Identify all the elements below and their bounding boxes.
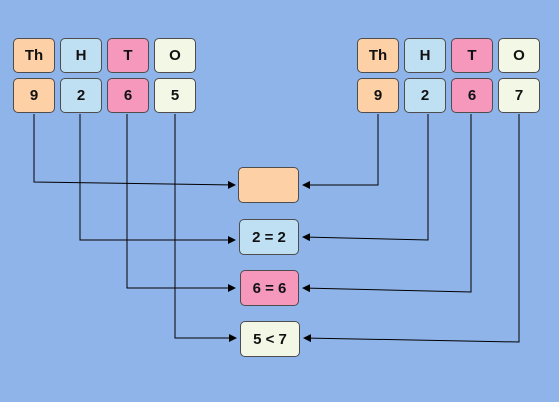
left-digit-tens: 6 bbox=[107, 78, 149, 113]
right-digit-ones: 7 bbox=[498, 78, 540, 113]
left-digit-hundreds: 2 bbox=[60, 78, 102, 113]
right-digit-tens: 6 bbox=[451, 78, 493, 113]
left-header-ones: O bbox=[154, 38, 196, 73]
left-digit-thousands: 9 bbox=[13, 78, 55, 113]
right-header-ones: O bbox=[498, 38, 540, 73]
left-thousands-connector bbox=[33, 114, 236, 189]
comparison-ones: 5 < 7 bbox=[240, 321, 300, 357]
right-header-tens: T bbox=[451, 38, 493, 73]
right-digit-hundreds: 2 bbox=[404, 78, 446, 113]
right-ones-connector bbox=[303, 114, 520, 343]
left-digit-ones: 5 bbox=[154, 78, 196, 113]
right-thousands-connector bbox=[302, 114, 379, 189]
comparison-hundreds: 2 = 2 bbox=[239, 219, 299, 255]
right-digit-thousands: 9 bbox=[357, 78, 399, 113]
right-header-thousands: Th bbox=[357, 38, 399, 73]
left-tens-connector bbox=[126, 114, 236, 292]
left-header-thousands: Th bbox=[13, 38, 55, 73]
left-ones-connector bbox=[174, 114, 237, 342]
right-header-hundreds: H bbox=[404, 38, 446, 73]
left-hundreds-connector bbox=[79, 114, 236, 244]
comparison-thousands bbox=[238, 167, 299, 203]
right-tens-connector bbox=[302, 114, 472, 293]
left-header-hundreds: H bbox=[60, 38, 102, 73]
right-hundreds-connector bbox=[302, 114, 429, 242]
comparison-tens: 6 = 6 bbox=[240, 270, 299, 306]
left-header-tens: T bbox=[107, 38, 149, 73]
